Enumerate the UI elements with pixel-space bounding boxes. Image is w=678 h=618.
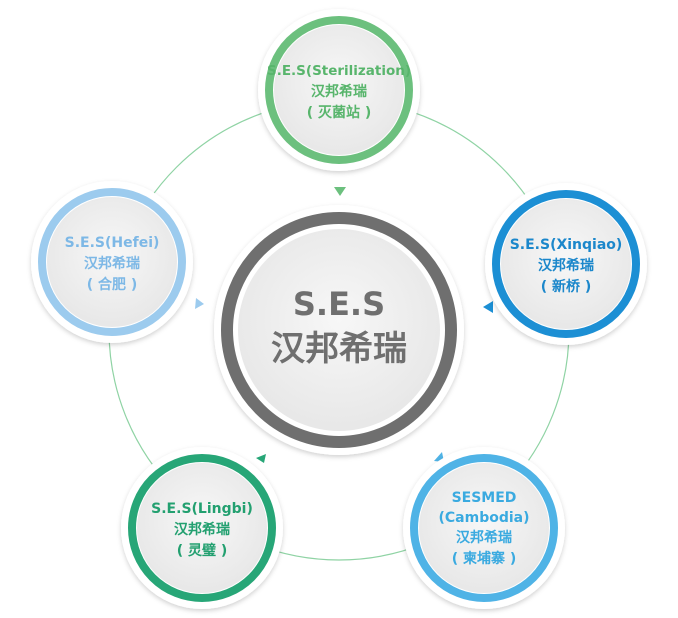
arrow-marker <box>334 187 346 196</box>
node-label-line: 汉邦希瑞 <box>456 529 512 546</box>
node-label-line: ( 灭菌站 ) <box>307 104 372 121</box>
arrow-marker <box>256 454 266 463</box>
node-label-line: (Cambodia) <box>438 510 529 526</box>
node-cambodia: SESMED (Cambodia) 汉邦希瑞 ( 柬埔寨 ) <box>403 447 565 609</box>
node-label-line: SESMED <box>452 490 517 506</box>
node-sterilization: S.E.S(Sterilization) 汉邦希瑞 ( 灭菌站 ) <box>258 9 420 171</box>
node-label-line: S.E.S(Sterilization) <box>267 63 411 79</box>
arrow-marker <box>195 298 204 309</box>
node-label-line: 汉邦希瑞 <box>84 255 140 272</box>
node-label-line: S.E.S(Hefei) <box>65 235 160 251</box>
node-xinqiao: S.E.S(Xinqiao) 汉邦希瑞 ( 新桥 ) <box>485 183 647 345</box>
node-label-line: ( 合肥 ) <box>87 276 138 293</box>
center-title: S.E.S <box>293 285 385 323</box>
node-hefei: S.E.S(Hefei) 汉邦希瑞 ( 合肥 ) <box>31 181 193 343</box>
node-lingbi: S.E.S(Lingbi) 汉邦希瑞 ( 灵璧 ) <box>121 447 283 609</box>
node-label-line: ( 柬埔寨 ) <box>452 550 517 567</box>
node-label-line: ( 灵璧 ) <box>177 542 228 559</box>
node-label-line: S.E.S(Xinqiao) <box>510 237 623 253</box>
arrow-marker <box>483 301 493 313</box>
node-label-line: 汉邦希瑞 <box>174 521 230 538</box>
center-subtitle: 汉邦希瑞 <box>271 329 407 369</box>
node-label-line: S.E.S(Lingbi) <box>151 501 253 517</box>
center-hub: S.E.S 汉邦希瑞 <box>214 205 464 455</box>
node-label-line: 汉邦希瑞 <box>311 83 367 100</box>
node-label-line: ( 新桥 ) <box>541 278 592 295</box>
node-label-line: 汉邦希瑞 <box>538 257 594 274</box>
